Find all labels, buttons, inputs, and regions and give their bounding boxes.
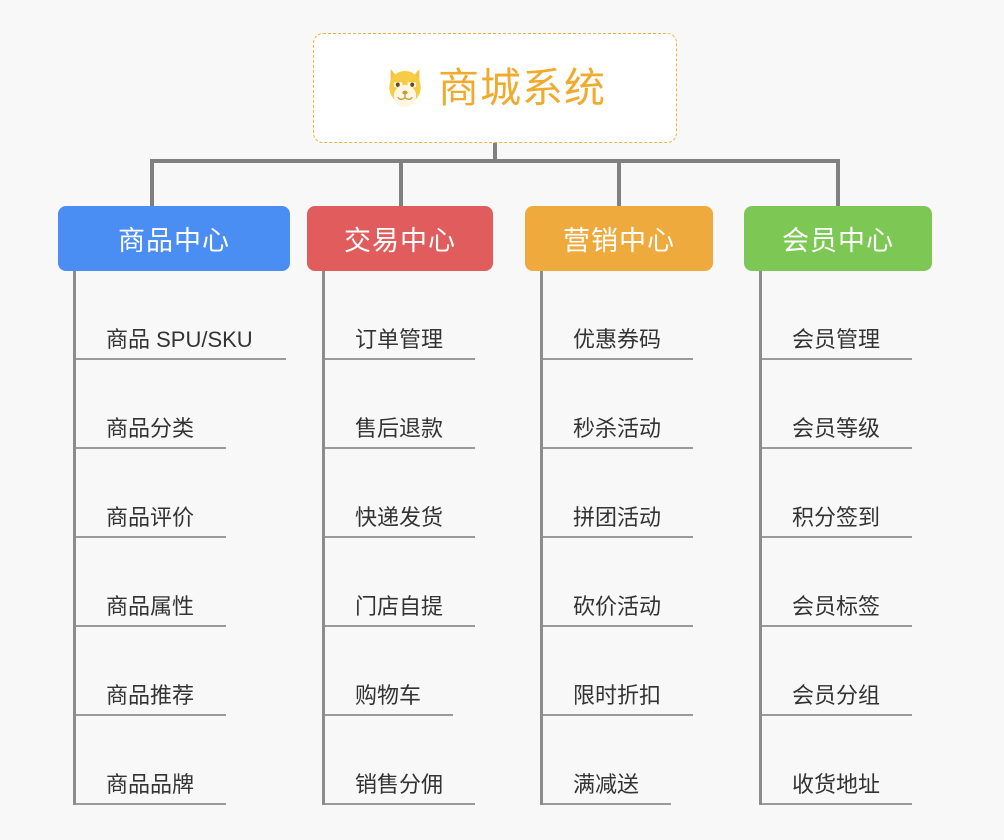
list-item-label: 商品品牌 xyxy=(106,772,195,797)
branch-column-member: 会员中心 会员管理 会员等级 积分签到 会员标签 会员分组 xyxy=(744,206,932,805)
leaf-underline xyxy=(543,447,693,449)
category-label: 交易中心 xyxy=(344,226,456,256)
leaf-underline xyxy=(325,714,453,716)
list-item-label: 商品推荐 xyxy=(106,683,195,708)
list-item-label: 限时折扣 xyxy=(573,683,662,708)
leaf-underline xyxy=(76,714,226,716)
leaf-underline xyxy=(76,447,226,449)
leaf-underline xyxy=(325,625,475,627)
leaf-underline xyxy=(325,803,475,805)
list-item-label: 砍价活动 xyxy=(573,594,662,619)
list-item-label: 销售分佣 xyxy=(355,772,444,797)
leaf-list-member: 会员管理 会员等级 积分签到 会员标签 会员分组 收货地址 xyxy=(759,271,932,805)
list-item-label: 拼团活动 xyxy=(573,505,662,530)
leaf-underline xyxy=(762,714,912,716)
list-item-label: 商品 SPU/SKU xyxy=(106,327,253,352)
leaf-underline xyxy=(325,536,475,538)
list-item-label: 会员等级 xyxy=(792,416,881,441)
list-item[interactable]: 会员管理 xyxy=(762,271,932,360)
list-item-label: 快递发货 xyxy=(355,505,444,530)
root-node[interactable]: 商城系统 xyxy=(313,33,677,143)
list-item[interactable]: 销售分佣 xyxy=(325,716,493,805)
leaf-list-marketing: 优惠券码 秒杀活动 拼团活动 砍价活动 限时折扣 满减送 xyxy=(540,271,713,805)
list-item[interactable]: 拼团活动 xyxy=(543,449,713,538)
leaf-underline xyxy=(325,447,475,449)
connector-drop-1 xyxy=(150,159,154,207)
category-label: 会员中心 xyxy=(782,226,894,256)
list-item[interactable]: 收货地址 xyxy=(762,716,932,805)
branch-column-product: 商品中心 商品 SPU/SKU 商品分类 商品评价 商品属性 商品推荐 xyxy=(58,206,290,805)
list-item[interactable]: 商品评价 xyxy=(76,449,290,538)
list-item[interactable]: 门店自提 xyxy=(325,538,493,627)
list-item-label: 秒杀活动 xyxy=(573,416,662,441)
root-title: 商城系统 xyxy=(438,64,606,111)
list-item[interactable]: 售后退款 xyxy=(325,360,493,449)
leaf-underline xyxy=(76,625,226,627)
dog-face-icon xyxy=(389,68,421,108)
connector-drop-4 xyxy=(836,159,840,207)
leaf-list-product: 商品 SPU/SKU 商品分类 商品评价 商品属性 商品推荐 商品品牌 xyxy=(73,271,290,805)
leaf-list-trade: 订单管理 售后退款 快递发货 门店自提 购物车 销售分佣 xyxy=(322,271,493,805)
list-item-label: 会员标签 xyxy=(792,594,881,619)
leaf-underline xyxy=(76,358,286,360)
list-item-label: 会员管理 xyxy=(792,327,881,352)
leaf-underline xyxy=(543,536,693,538)
list-item[interactable]: 秒杀活动 xyxy=(543,360,713,449)
list-item[interactable]: 会员等级 xyxy=(762,360,932,449)
list-item-label: 优惠券码 xyxy=(573,327,662,352)
list-item[interactable]: 商品 SPU/SKU xyxy=(76,271,290,360)
list-item[interactable]: 积分签到 xyxy=(762,449,932,538)
category-label: 商品中心 xyxy=(118,226,230,256)
list-item-label: 商品属性 xyxy=(106,594,195,619)
category-label: 营销中心 xyxy=(563,226,675,256)
list-item[interactable]: 商品推荐 xyxy=(76,627,290,716)
list-item[interactable]: 限时折扣 xyxy=(543,627,713,716)
list-item[interactable]: 优惠券码 xyxy=(543,271,713,360)
list-item-label: 积分签到 xyxy=(792,505,881,530)
leaf-underline xyxy=(543,803,671,805)
list-item[interactable]: 商品属性 xyxy=(76,538,290,627)
list-item-label: 门店自提 xyxy=(355,594,444,619)
leaf-underline xyxy=(762,358,912,360)
list-item-label: 商品分类 xyxy=(106,416,195,441)
list-item[interactable]: 购物车 xyxy=(325,627,493,716)
connector-drop-3 xyxy=(617,159,621,207)
leaf-underline xyxy=(543,358,693,360)
list-item-label: 收货地址 xyxy=(792,772,881,797)
list-item[interactable]: 商品分类 xyxy=(76,360,290,449)
category-box-product[interactable]: 商品中心 xyxy=(58,206,290,271)
list-item-label: 订单管理 xyxy=(355,327,444,352)
leaf-underline xyxy=(762,536,912,538)
list-item[interactable]: 满减送 xyxy=(543,716,713,805)
list-item-label: 商品评价 xyxy=(106,505,195,530)
connector-root-stem xyxy=(493,143,497,163)
branch-column-marketing: 营销中心 优惠券码 秒杀活动 拼团活动 砍价活动 限时折扣 xyxy=(525,206,713,805)
list-item[interactable]: 订单管理 xyxy=(325,271,493,360)
leaf-underline xyxy=(543,714,693,716)
list-item[interactable]: 砍价活动 xyxy=(543,538,713,627)
leaf-underline xyxy=(762,447,912,449)
list-item-label: 满减送 xyxy=(573,772,640,797)
list-item-label: 会员分组 xyxy=(792,683,881,708)
category-box-trade[interactable]: 交易中心 xyxy=(307,206,493,271)
list-item[interactable]: 会员标签 xyxy=(762,538,932,627)
category-box-member[interactable]: 会员中心 xyxy=(744,206,932,271)
leaf-underline xyxy=(76,803,226,805)
leaf-underline xyxy=(325,358,475,360)
leaf-underline xyxy=(76,536,226,538)
connector-horizontal-bus xyxy=(150,159,840,163)
list-item[interactable]: 商品品牌 xyxy=(76,716,290,805)
leaf-underline xyxy=(762,625,912,627)
list-item[interactable]: 快递发货 xyxy=(325,449,493,538)
branch-column-trade: 交易中心 订单管理 售后退款 快递发货 门店自提 购物车 xyxy=(307,206,493,805)
list-item-label: 售后退款 xyxy=(355,416,444,441)
leaf-underline xyxy=(543,625,693,627)
list-item[interactable]: 会员分组 xyxy=(762,627,932,716)
connector-drop-2 xyxy=(399,159,403,207)
category-box-marketing[interactable]: 营销中心 xyxy=(525,206,713,271)
list-item-label: 购物车 xyxy=(355,683,422,708)
leaf-underline xyxy=(762,803,912,805)
